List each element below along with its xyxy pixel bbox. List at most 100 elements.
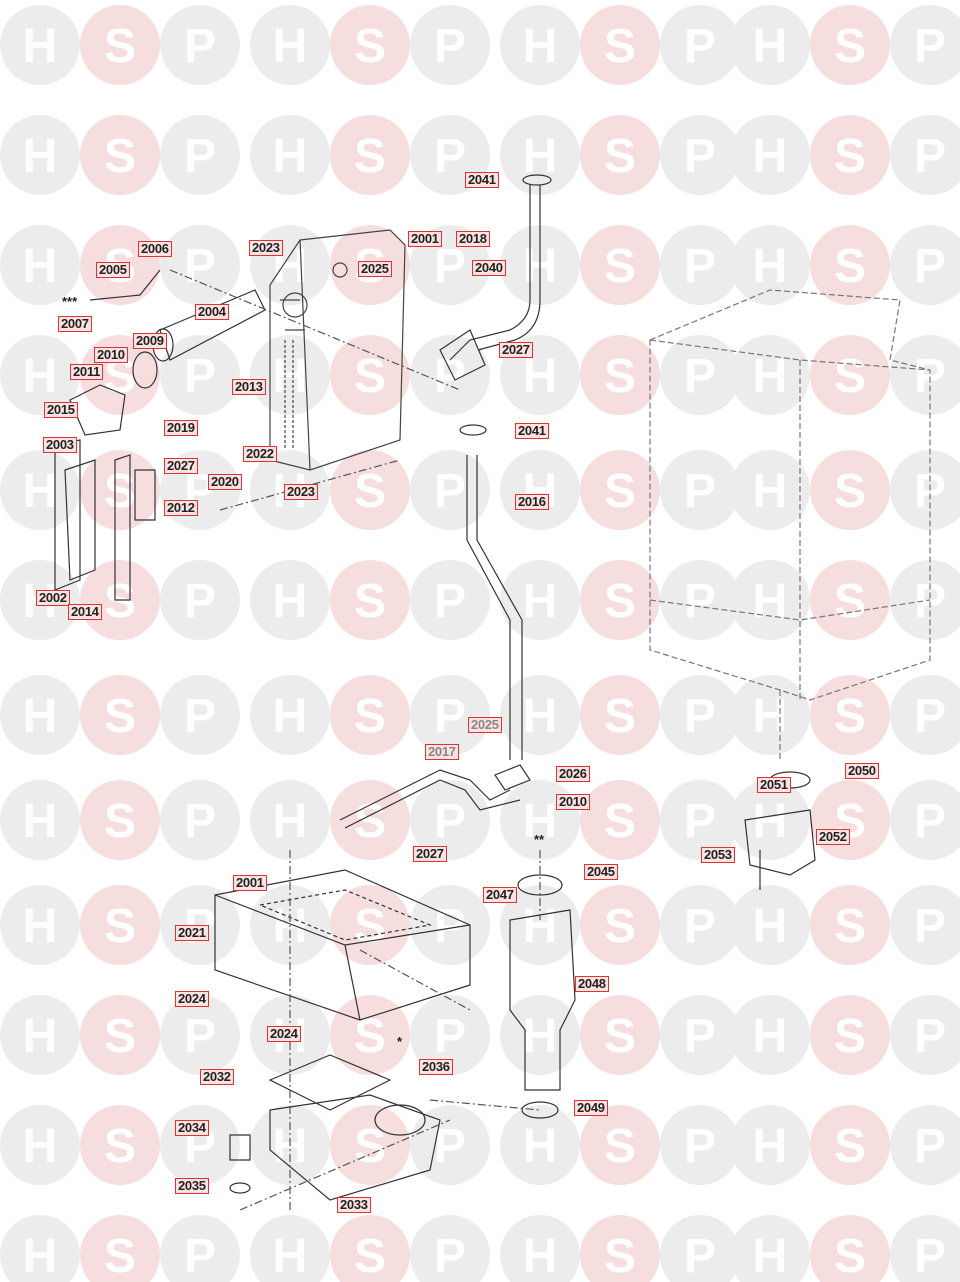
part-number-label[interactable]: 2010 [94, 347, 128, 363]
part-number-label[interactable]: 2041 [515, 423, 549, 439]
part-number-label[interactable]: 2011 [70, 364, 104, 380]
part-number-label[interactable]: 2052 [816, 829, 850, 845]
watermark-letter: S [834, 20, 866, 73]
watermark-letter: P [684, 1120, 716, 1173]
watermark-letter: H [23, 130, 58, 183]
watermark-circle [330, 780, 410, 860]
part-number-label[interactable]: 2040 [472, 260, 506, 276]
part-number-label[interactable]: 2045 [584, 864, 618, 880]
part-number-label[interactable]: 2007 [58, 316, 92, 332]
watermark-circle [500, 1215, 580, 1282]
watermark-letter: P [184, 240, 216, 293]
watermark-circle [660, 1105, 740, 1185]
part-number-label[interactable]: 2050 [845, 763, 879, 779]
part-number-label[interactable]: 2015 [44, 402, 78, 418]
part-number-label[interactable]: 2004 [195, 304, 229, 320]
part-number-label[interactable]: 2014 [68, 604, 102, 620]
part-number-label[interactable]: 2049 [574, 1100, 608, 1116]
watermark-letter: P [184, 1230, 216, 1282]
part-number-label[interactable]: 2001 [408, 231, 442, 247]
watermark-circle [660, 115, 740, 195]
part-number-label[interactable]: 2022 [243, 446, 277, 462]
watermark-circle [890, 5, 960, 85]
watermark-letter: P [914, 130, 946, 183]
part-number-label[interactable]: 2053 [701, 847, 735, 863]
watermark-circle [80, 115, 160, 195]
part-number-label[interactable]: 2047 [483, 887, 517, 903]
watermark-letter: P [914, 690, 946, 743]
watermark-letter: P [914, 1230, 946, 1282]
part-number-label[interactable]: 2023 [249, 240, 283, 256]
part-number-label[interactable]: 2035 [175, 1178, 209, 1194]
watermark-circle [250, 115, 330, 195]
watermark-circle [500, 115, 580, 195]
watermark-letter: H [523, 1120, 558, 1173]
base-frame [214, 869, 471, 1021]
part-number-label[interactable]: 2036 [419, 1059, 453, 1075]
watermark-letter: P [684, 690, 716, 743]
part-number-label[interactable]: 2027 [413, 846, 447, 862]
part-number-label[interactable]: 2041 [465, 172, 499, 188]
watermark-circle [580, 5, 660, 85]
part-number-label[interactable]: 2024 [175, 991, 209, 1007]
part-number-label[interactable]: 2021 [175, 925, 209, 941]
part-number-label[interactable]: 2013 [232, 379, 266, 395]
part-number-label[interactable]: 2048 [575, 976, 609, 992]
watermark-circle [0, 1105, 80, 1185]
part-number-label[interactable]: 2033 [337, 1197, 371, 1213]
part-number-label[interactable]: 2019 [164, 420, 198, 436]
watermark-circle [810, 335, 890, 415]
part-number-label[interactable]: 2026 [556, 766, 590, 782]
part-number-label[interactable]: 2003 [43, 437, 77, 453]
watermark-circle [0, 450, 80, 530]
watermark-circle [890, 1215, 960, 1282]
part-number-label[interactable]: 2025 [358, 261, 392, 277]
watermark-letter: S [354, 465, 386, 518]
watermark-circle [730, 995, 810, 1075]
part-number-label[interactable]: 2018 [456, 231, 490, 247]
part-number-label[interactable]: 2025 [468, 717, 502, 733]
watermark-letter: S [104, 20, 136, 73]
part-number-label[interactable]: 2002 [36, 590, 70, 606]
watermark-letter: P [684, 130, 716, 183]
watermark-circle [810, 115, 890, 195]
part-number-label[interactable]: 2017 [425, 744, 459, 760]
watermark-letter: S [604, 350, 636, 403]
part-number-label[interactable]: 2051 [757, 777, 791, 793]
watermark-letter: H [753, 350, 788, 403]
watermark-letter: P [684, 240, 716, 293]
watermark-letter: S [834, 240, 866, 293]
watermark-letter: H [23, 1010, 58, 1063]
part-number-label[interactable]: 2023 [284, 484, 318, 500]
watermark-circle [730, 115, 810, 195]
watermark-circle [730, 1105, 810, 1185]
watermark-circle [890, 780, 960, 860]
part-number-label[interactable]: 2027 [164, 458, 198, 474]
part-number-label[interactable]: 2034 [175, 1120, 209, 1136]
watermark-circle [500, 1105, 580, 1185]
watermark-letter: P [914, 465, 946, 518]
part-number-label[interactable]: 2006 [138, 241, 172, 257]
part-number-label[interactable]: 2020 [208, 474, 242, 490]
part-number-label[interactable]: 2001 [233, 875, 267, 891]
part-number-label[interactable]: 2024 [267, 1026, 301, 1042]
watermark-letter: H [23, 690, 58, 743]
watermark-circle [410, 560, 490, 640]
part-number-label[interactable]: 2005 [96, 262, 130, 278]
watermark-letter: S [604, 20, 636, 73]
watermark-circle [660, 885, 740, 965]
watermark-circle [0, 675, 80, 755]
watermark-letter: P [434, 1120, 466, 1173]
part-number-label[interactable]: 2010 [556, 794, 590, 810]
watermark-letter: P [184, 575, 216, 628]
part-number-label[interactable]: 2016 [515, 494, 549, 510]
part-number-label[interactable]: 2027 [499, 342, 533, 358]
part-number-label[interactable]: 2012 [164, 500, 198, 516]
watermark-letter: S [604, 690, 636, 743]
watermark-circle [0, 115, 80, 195]
watermark-letter: P [184, 350, 216, 403]
watermark-circle [0, 225, 80, 305]
part-number-label[interactable]: 2032 [200, 1069, 234, 1085]
part-number-label[interactable]: 2009 [133, 333, 167, 349]
